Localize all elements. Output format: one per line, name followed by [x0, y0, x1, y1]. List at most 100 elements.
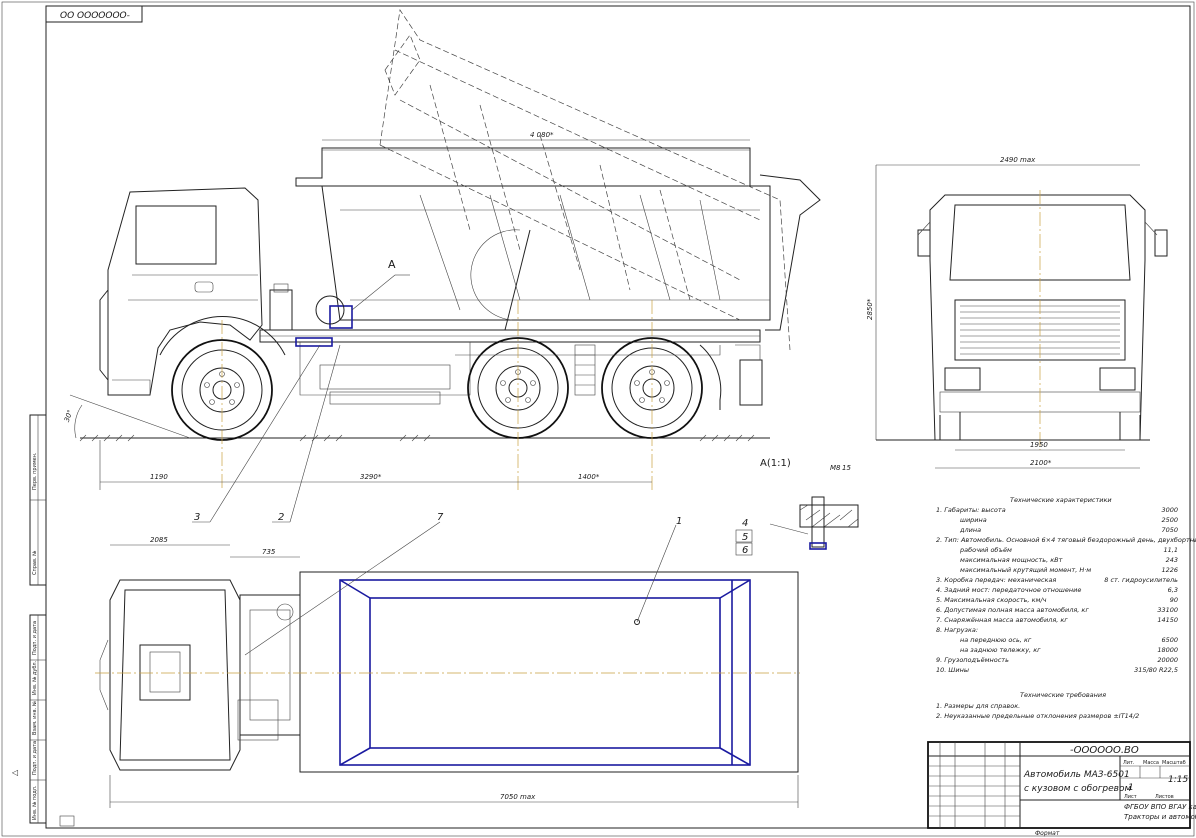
- callout-5: 5: [742, 532, 748, 543]
- tech-row-label: на переднюю ось, кг: [960, 636, 1032, 644]
- tech-specs: Технические характеристики 1. Габариты: …: [936, 496, 1196, 720]
- dim-overall-track: 2100*: [1030, 459, 1052, 467]
- dim-front-overhang: 1190: [150, 473, 168, 481]
- tech-row-label: максимальная мощность, кВт: [960, 556, 1063, 564]
- tech-row-label: рабочий объём: [959, 546, 1012, 554]
- binding-label-1: Перв. примен.: [32, 452, 38, 490]
- binding-label-4: Инв. № дубл.: [32, 660, 38, 695]
- tb-scale: 1:15: [1168, 775, 1188, 785]
- tb-name-1: Автомобиль МАЗ-6501: [1023, 770, 1130, 780]
- tb-name-2: с кузовом с обогревом: [1024, 784, 1131, 794]
- dump-body: [295, 147, 771, 321]
- dim-bogie: 1400*: [578, 473, 600, 481]
- raised-body: [379, 9, 791, 351]
- tb-col-scale: Масштаб: [1162, 760, 1186, 766]
- callout-4: 4: [742, 518, 748, 529]
- callout-3: 3: [194, 512, 200, 523]
- tech-row-value: 1226: [1161, 566, 1178, 574]
- tech-row-label: длина: [959, 526, 981, 534]
- tech-row-label: на заднюю тележку, кг: [960, 646, 1041, 654]
- callout-2: 2: [278, 512, 284, 523]
- top-view: 2085 735 1 7 7050 max: [95, 512, 800, 808]
- tech-row-value: 6,3: [1168, 586, 1178, 594]
- binding-label-7: Инв. № подл.: [32, 785, 38, 820]
- tech-req-1: 1. Размеры для справок.: [936, 702, 1020, 710]
- cab-handle: [194, 281, 214, 293]
- callout-7: 7: [437, 512, 444, 523]
- dim-overall-length: 7050 max: [500, 793, 536, 801]
- corner-mark: ◁: [11, 768, 18, 777]
- dim-body-length: 4 080*: [530, 131, 554, 139]
- dim-front-width: 2490 max: [1000, 156, 1036, 164]
- tb-sheet-label: Лист: [1124, 794, 1137, 800]
- tb-org-1: ФГБОУ ВПО ВГАУ каф.: [1124, 803, 1196, 811]
- binding-label-2: Справ. №: [32, 550, 38, 575]
- tech-row-value: 18000: [1157, 646, 1178, 654]
- tech-row-value: 33100: [1157, 606, 1178, 614]
- tech-row-label: 4. Задний мост: передаточное отношение: [936, 586, 1081, 594]
- tb-sheet: 1: [1128, 783, 1134, 793]
- body-top-inner: [339, 579, 751, 766]
- tech-row-value: 14150: [1157, 616, 1178, 624]
- cab-top: [109, 579, 241, 771]
- detail-a-highlight: [329, 305, 353, 329]
- tech-row-value: 243: [1166, 556, 1178, 564]
- roof-hatch: [139, 644, 191, 701]
- tech-row-label: 5. Максимальная скорость, км/ч: [936, 596, 1047, 604]
- dim-track: 1950: [1030, 441, 1048, 449]
- tech-row-label: 8. Нагрузка:: [936, 626, 978, 634]
- binding-label-3: Подп. и дата: [32, 621, 38, 655]
- section-dim-15: 15: [842, 464, 851, 472]
- dim-top-gap: 735: [262, 548, 276, 556]
- tech-row-value: 11,1: [1164, 546, 1178, 554]
- tb-col-mass: Масса: [1143, 760, 1159, 766]
- tech-row-label: максимальный крутящий момент, Н·м: [960, 566, 1091, 574]
- corner-box: [59, 815, 75, 827]
- tb-footer: Формат: [1035, 830, 1060, 837]
- side-view: 30°: [63, 9, 821, 523]
- body-top: [299, 571, 799, 773]
- tech-row-label: 10. Шины: [936, 666, 969, 674]
- binding-label-6: Подп. и дата: [32, 741, 38, 775]
- tech-row-value: 6500: [1161, 636, 1178, 644]
- tech-req-title: Технические требования: [1020, 691, 1106, 699]
- binding-strip: Перв. примен. Справ. № Подп. и дата Инв.…: [29, 414, 47, 824]
- front-wheel: [159, 316, 286, 441]
- section-title: A(1:1): [760, 458, 791, 469]
- tech-row-label: 2. Тип: Автомобиль. Основной 6×4 тяговый…: [936, 536, 1196, 544]
- dim-wheelbase: 3290*: [360, 473, 382, 481]
- tb-org-2: Тракторы и автомобили: [1124, 813, 1196, 821]
- title-block: -ОООООО.ВО Автомобиль МАЗ-6501 с кузовом…: [927, 741, 1196, 837]
- callout-6: 6: [742, 545, 748, 556]
- top-code-text: ОО ООООООО-: [60, 11, 130, 21]
- cab-outline: [107, 187, 263, 396]
- dim-front-height: 2850*: [866, 298, 874, 320]
- headlight-left: [944, 367, 981, 391]
- binding-label-5: Взам. инв. №: [32, 700, 38, 735]
- tb-code: -ОООООО.ВО: [1070, 745, 1139, 756]
- windshield: [949, 204, 1131, 281]
- tech-row-value: 8 ст. гидроусилитель: [1104, 576, 1178, 584]
- tech-row-label: 6. Допустимая полная масса автомобиля, к…: [936, 606, 1089, 614]
- front-view: 2490 max 2850* 1950 2100*: [866, 156, 1168, 469]
- tech-row-value: 7050: [1161, 526, 1178, 534]
- section-a: A(1:1) M8 15 4 5 6: [735, 458, 859, 556]
- tb-col-lit: Лит.: [1123, 760, 1135, 766]
- tech-row-label: 7. Снаряжённая масса автомобиля, кг: [936, 616, 1068, 624]
- callout-1: 1: [676, 516, 682, 527]
- tb-sheets-label: Листов: [1155, 794, 1174, 800]
- tech-title: Технические характеристики: [1010, 496, 1112, 504]
- top-code-box: [45, 5, 143, 23]
- callout-a: A: [388, 258, 396, 271]
- tech-row-value: 2500: [1161, 516, 1178, 524]
- tech-row-value: 3000: [1161, 506, 1178, 514]
- tech-row-value: 315/80 R22,5: [1134, 666, 1178, 674]
- section-dim-m8: M8: [830, 464, 841, 472]
- tech-row-value: 90: [1170, 596, 1178, 604]
- tech-row-label: 1. Габариты: высота: [936, 506, 1006, 514]
- cab-window: [135, 205, 217, 265]
- tech-row-label: 3. Коробка передач: механическая: [936, 576, 1056, 584]
- dim-top-cab: 2085: [150, 536, 168, 544]
